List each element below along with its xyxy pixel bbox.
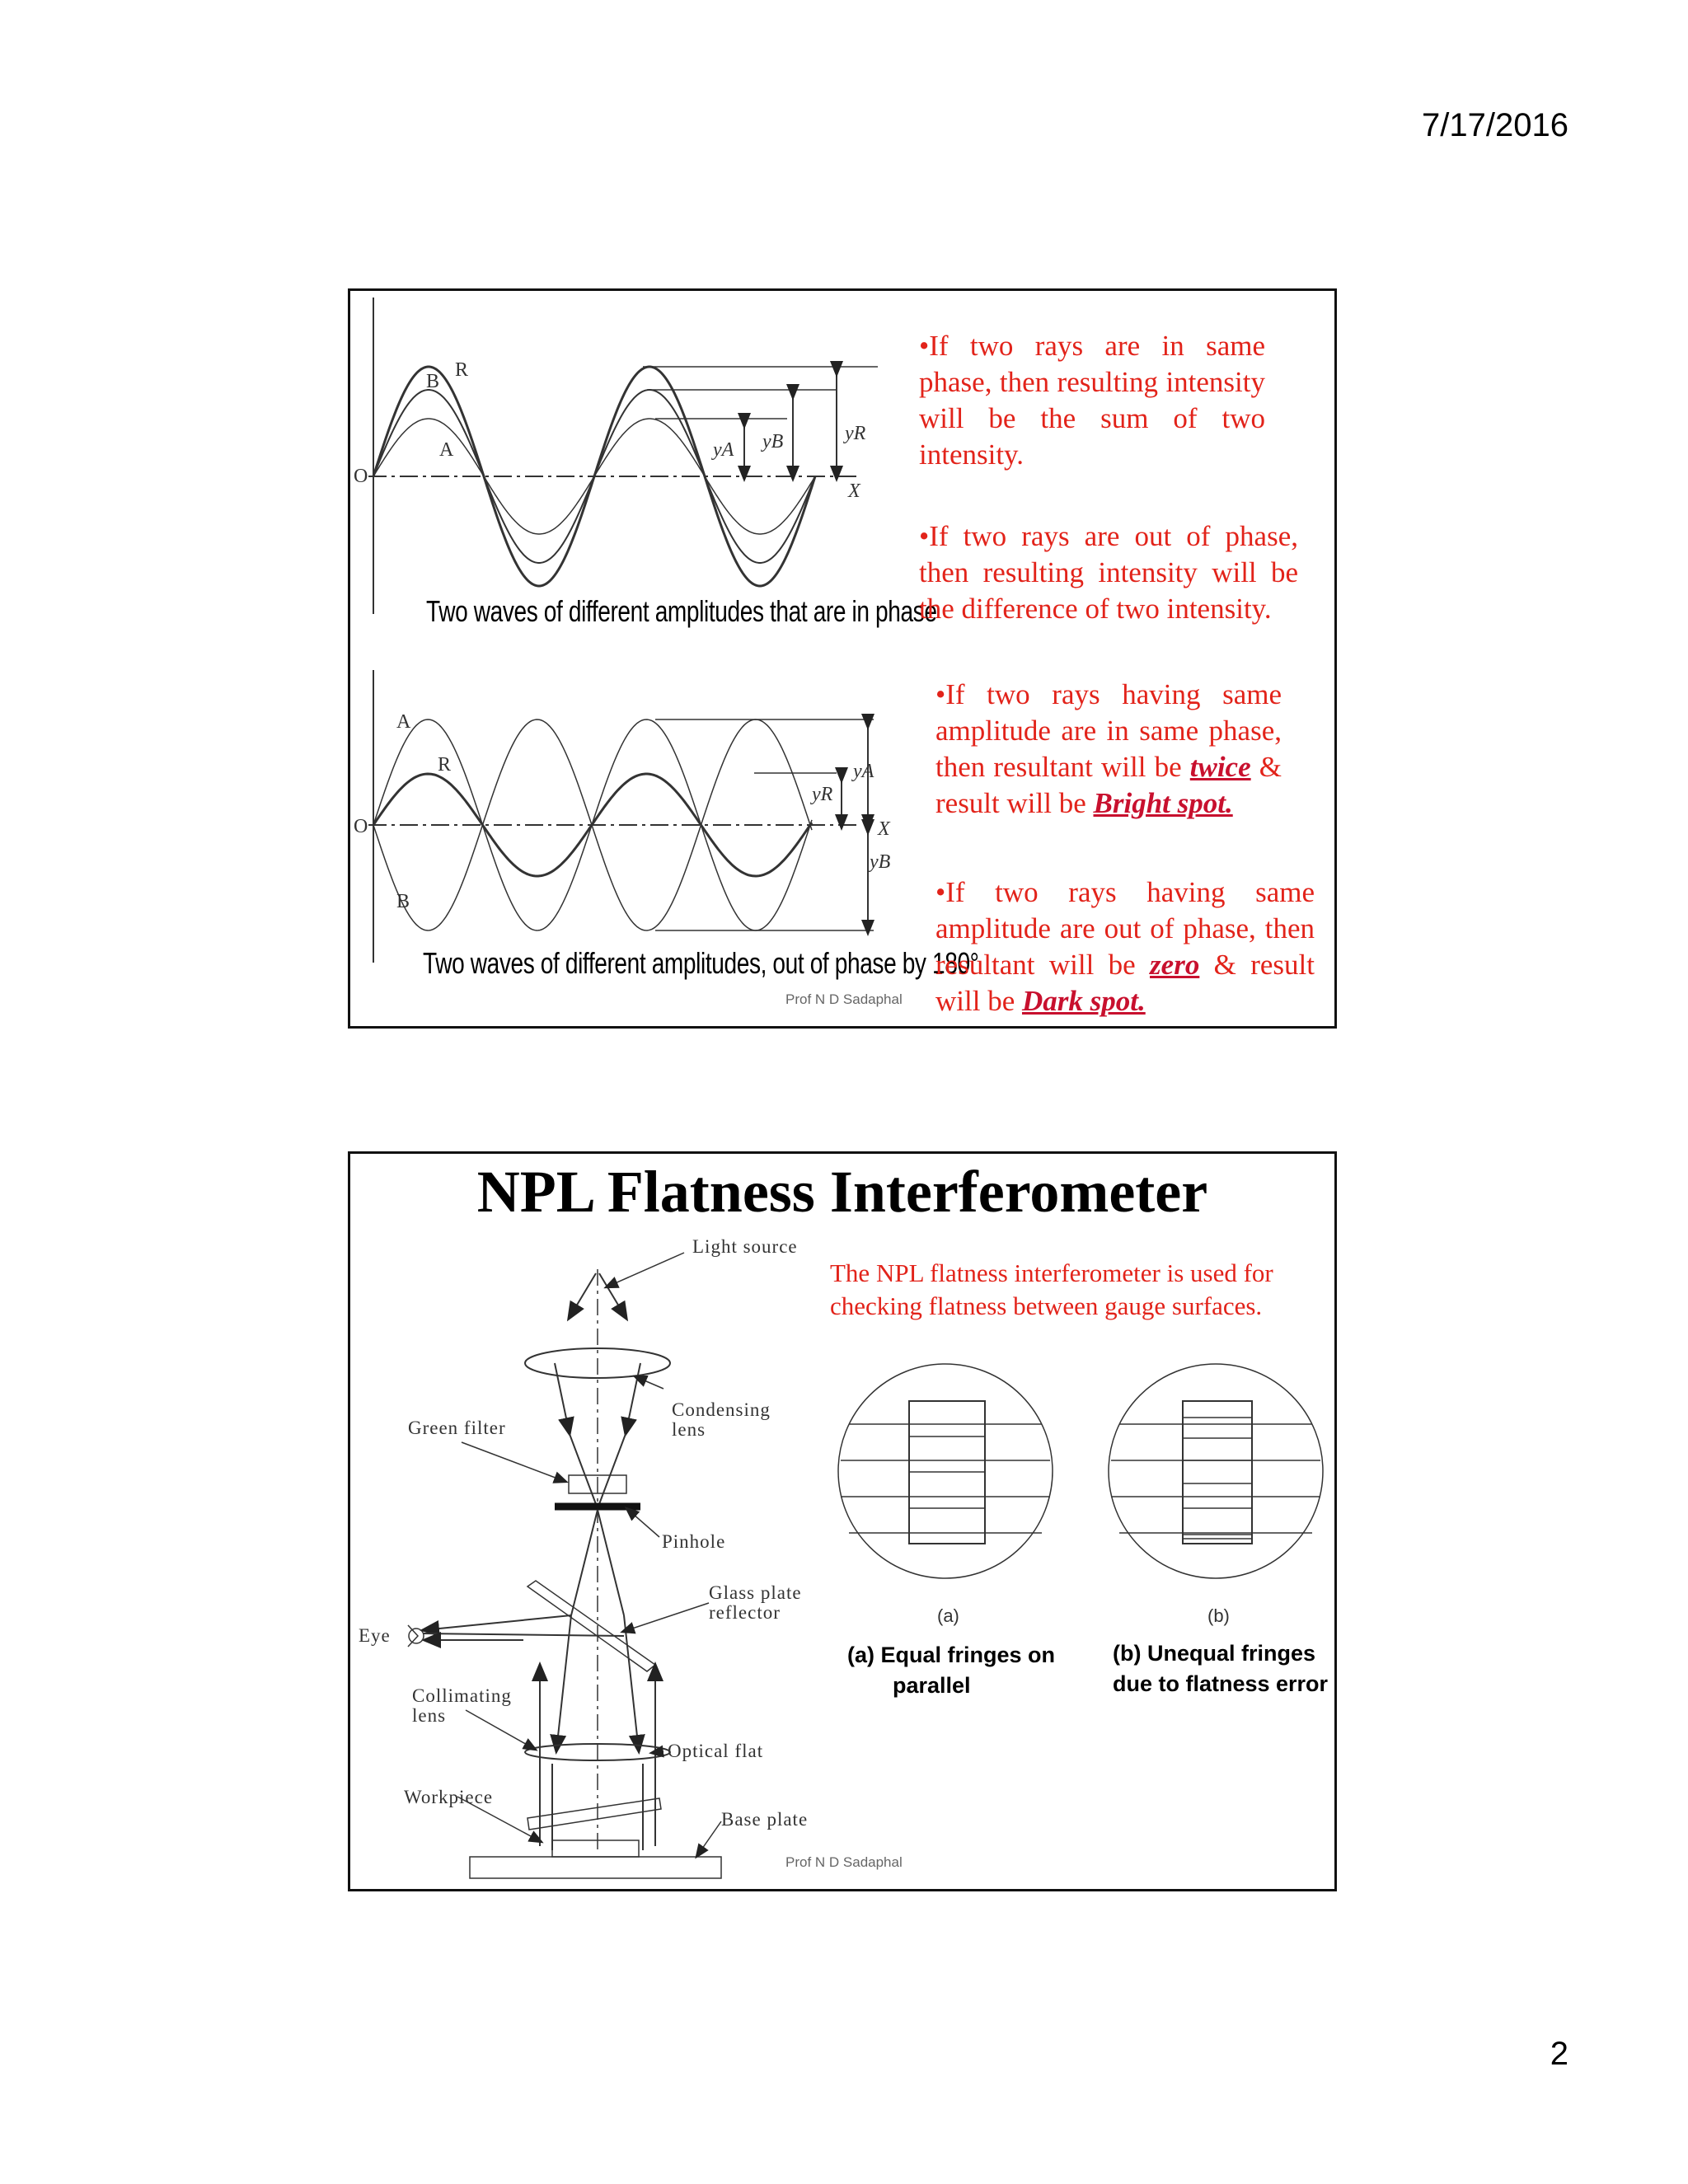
interferometer-diagram: Light source Condensing lens Green filte… [359,1236,1324,1879]
label-base-plate: Base plate [721,1809,808,1830]
label-green-filter: Green filter [408,1418,506,1438]
label-eye: Eye [359,1625,391,1646]
caption-a-line1: (a) Equal fringes on [847,1643,1056,1667]
label-R-2: R [438,754,451,776]
figure-caption-out-of-phase: Two waves of different amplitudes, out o… [423,946,979,980]
label-R-1: R [455,359,468,381]
label-yR-1: yR [843,423,866,444]
caption-b-line1: (b) Unequal fringes [1113,1641,1316,1666]
label-yR-2: yR [810,784,833,805]
figure-b-letter: (b) [1207,1605,1230,1626]
bullet-same-amplitude-out-of-phase: •If two rays having same amplitude are o… [935,874,1315,1019]
in-phase-waves [368,298,878,614]
label-workpiece: Workpiece [404,1787,493,1807]
fringe-figure-a [837,1363,1053,1579]
bullet4-mid: & result will be [935,949,1315,1017]
label-A-1: A [439,439,454,461]
figure-caption-in-phase: Two waves of different amplitudes that a… [426,594,937,628]
bullet-same-amplitude-in-phase: •If two rays having same amplitude are i… [935,677,1282,822]
out-of-phase-waves [368,670,874,963]
label-pinhole: Pinhole [662,1531,725,1552]
label-optical-flat: Optical flat [668,1741,763,1761]
label-origin-1: O [354,466,368,487]
figure-a-letter: (a) [937,1605,959,1626]
page-number: 2 [1550,2036,1568,2072]
bullet-out-of-phase: •If two rays are out of phase, then resu… [919,520,1298,625]
caption-b-line2: due to flatness error [1113,1671,1329,1696]
label-light-source: Light source [692,1236,798,1257]
highlight-zero: zero [1150,949,1200,981]
bullet3-text: •If two rays having same amplitude are i… [935,678,1282,783]
fringe-figure-b [1108,1363,1324,1579]
label-x-1: X [847,480,861,502]
highlight-bright-spot: Bright spot. [1093,787,1233,819]
label-B-2: B [396,891,410,912]
label-yA-1: yA [711,439,734,461]
label-origin-2: O [354,816,368,837]
label-x-2: X [877,818,891,840]
label-A-2: A [396,711,411,733]
bullet3-mid: & result will be [935,751,1282,819]
highlight-twice: twice [1189,751,1251,783]
caption-a-line2: parallel [893,1673,971,1698]
slide2-credit: Prof N D Sadaphal [785,1854,903,1870]
slide-npl-interferometer: NPL Flatness Interferometer [348,1151,1337,1891]
label-glass-plate-2: reflector [709,1602,781,1623]
label-collimating-2: lens [412,1705,446,1726]
label-collimating-1: Collimating [412,1685,512,1706]
slide-title: NPL Flatness Interferometer [476,1159,1208,1225]
bullet-same-phase: •If two rays are in same phase, then res… [919,330,1265,471]
wave-diagrams: O X R B A yA yB yR O X A R [354,298,891,963]
label-yA-2: yA [851,761,874,782]
highlight-dark-spot: Dark spot. [1021,985,1146,1017]
bullet4-text: •If two rays having same amplitude are o… [935,876,1315,981]
label-glass-plate-1: Glass plate [709,1582,802,1603]
page-date: 7/17/2016 [1422,107,1568,143]
label-B-1: B [426,371,439,392]
label-condensing-1: Condensing [672,1399,771,1420]
slide2-description: The NPL flatness interferometer is used … [830,1258,1273,1320]
slide1-credit: Prof N D Sadaphal [785,991,903,1007]
label-yB-1: yB [761,431,784,452]
label-yB-2: yB [868,851,891,873]
slide-wave-interference: O X R B A yA yB yR O X A R [348,288,1337,1029]
label-condensing-2: lens [672,1419,706,1440]
